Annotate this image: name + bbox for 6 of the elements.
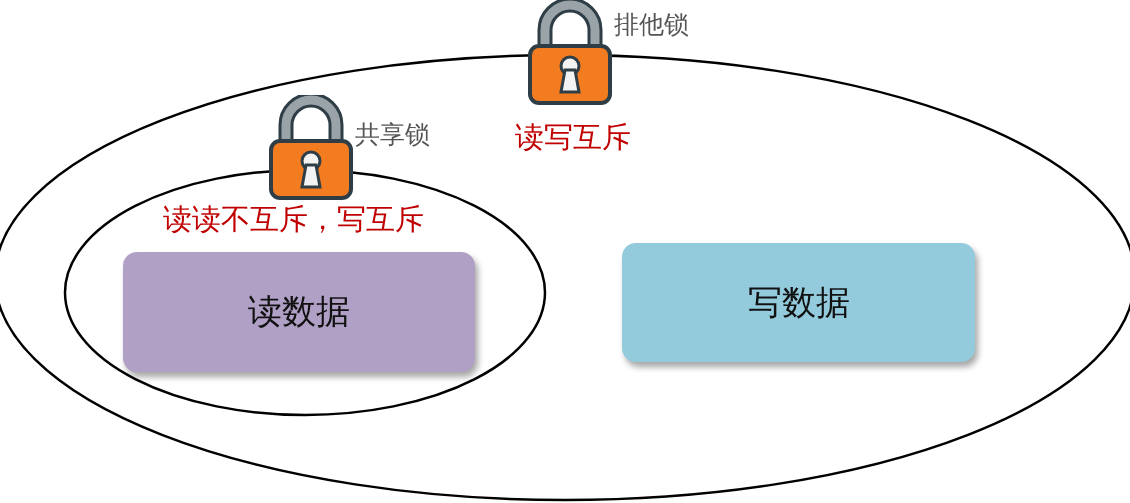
lock-description: 读读不互斥，写互斥 (163, 205, 424, 234)
lock-description: 读写互斥 (515, 123, 631, 152)
lock-label: 共享锁 (355, 122, 430, 147)
lock-label: 排他锁 (614, 12, 689, 37)
data-box: 写数据 (622, 243, 975, 362)
data-box: 读数据 (123, 252, 475, 372)
